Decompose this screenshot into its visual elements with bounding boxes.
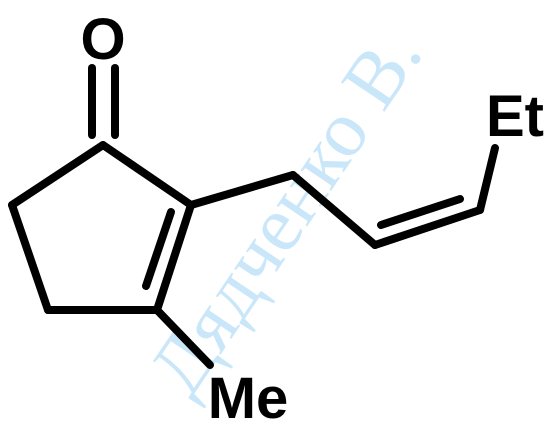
ring-bond-c5-c4 [8,201,52,314]
ring-bond-c3-c2-inner [142,208,175,290]
ring-bond-c3-c2 [153,201,195,314]
methyl-label: Me [208,366,289,428]
ring-bond-c2-c1 [99,141,195,209]
chain-bond-2 [289,171,379,249]
ring-bond-c1-c5 [8,141,107,209]
oxygen-label: O [80,7,125,72]
methyl-bond [153,306,214,369]
chain-bond-1 [187,171,297,209]
chain-double-bond [371,206,484,249]
chain-double-bond-inner [377,195,464,229]
ethyl-label: Et [486,84,544,149]
chain-bond-to-ethyl [476,144,499,214]
watermark: Дядченко В. [132,14,439,410]
